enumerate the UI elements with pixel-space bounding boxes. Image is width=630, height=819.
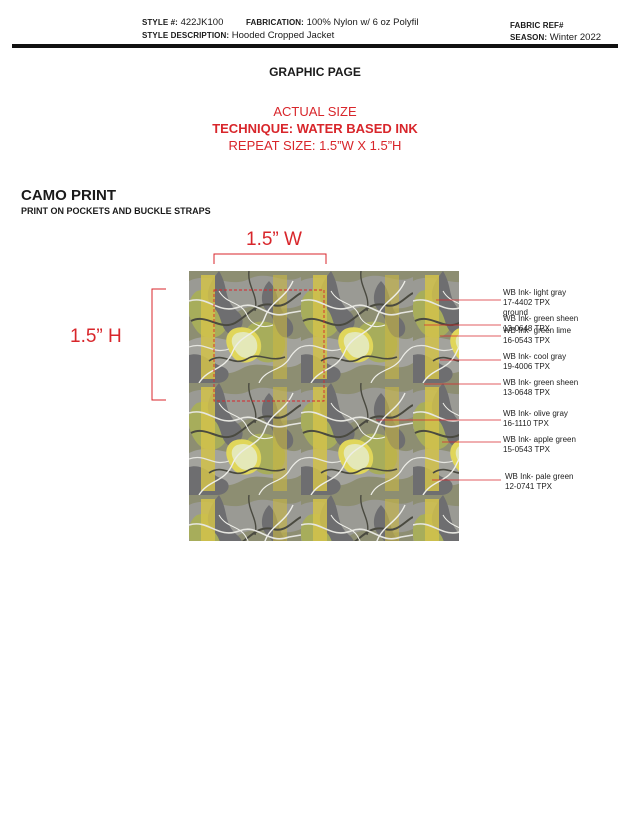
fabrication: FABRICATION: 100% Nylon w/ 6 oz Polyfil bbox=[246, 17, 419, 28]
callout-green-sheen-1: WB Ink- green sheen 13-0648 TPX bbox=[503, 314, 579, 333]
page-title: GRAPHIC PAGE bbox=[269, 65, 361, 79]
style-description-label: STYLE DESCRIPTION: bbox=[142, 31, 230, 40]
width-dimension-label: 1.5” W bbox=[246, 229, 302, 250]
style-description: STYLE DESCRIPTION: Hooded Cropped Jacket bbox=[142, 30, 334, 41]
style-number-label: STYLE #: bbox=[142, 18, 178, 27]
technique-label: TECHNIQUE: WATER BASED INK bbox=[212, 121, 418, 136]
callout-cool-gray: WB Ink- cool gray 19-4006 TPX bbox=[503, 352, 567, 371]
callout-light-gray: WB Ink- light gray 17-4402 TPX ground bbox=[503, 288, 567, 317]
style-number-value: 422JK100 bbox=[180, 17, 224, 28]
season-label: SEASON: bbox=[510, 33, 548, 42]
height-dimension-label: 1.5” H bbox=[70, 326, 122, 347]
camo-pattern bbox=[189, 271, 459, 541]
fabric-ref-label: FABRIC REF# bbox=[510, 21, 564, 30]
width-bracket bbox=[213, 253, 327, 264]
section-subtitle: PRINT ON POCKETS AND BUCKLE STRAPS bbox=[21, 206, 211, 216]
callout-green-sheen-2: WB Ink- green sheen 13-0648 TPX bbox=[503, 378, 579, 397]
camo-print-swatch bbox=[189, 271, 459, 541]
callout-green-lime: WB Ink- green lime 16-0543 TPX bbox=[503, 326, 572, 345]
height-bracket bbox=[151, 288, 166, 401]
actual-size-label: ACTUAL SIZE bbox=[273, 104, 357, 119]
season-value: Winter 2022 bbox=[549, 32, 602, 43]
fabric-ref: FABRIC REF# bbox=[510, 20, 564, 31]
repeat-outline bbox=[213, 289, 325, 402]
season: SEASON: Winter 2022 bbox=[510, 32, 601, 43]
style-number: STYLE #: 422JK100 bbox=[142, 17, 223, 28]
callout-apple-green: WB Ink- apple green 15-0543 TPX bbox=[503, 435, 576, 454]
section-title: CAMO PRINT bbox=[21, 187, 116, 204]
header-divider bbox=[12, 44, 618, 48]
callout-olive-gray: WB Ink- olive gray 16-1110 TPX bbox=[503, 409, 568, 428]
fabrication-label: FABRICATION: bbox=[246, 18, 304, 27]
callout-pale-green: WB Ink- pale green 12-0741 TPX bbox=[505, 472, 574, 491]
repeat-size-label: REPEAT SIZE: 1.5”W X 1.5”H bbox=[228, 138, 402, 153]
fabrication-value: 100% Nylon w/ 6 oz Polyfil bbox=[306, 17, 419, 28]
style-description-value: Hooded Cropped Jacket bbox=[231, 30, 335, 41]
